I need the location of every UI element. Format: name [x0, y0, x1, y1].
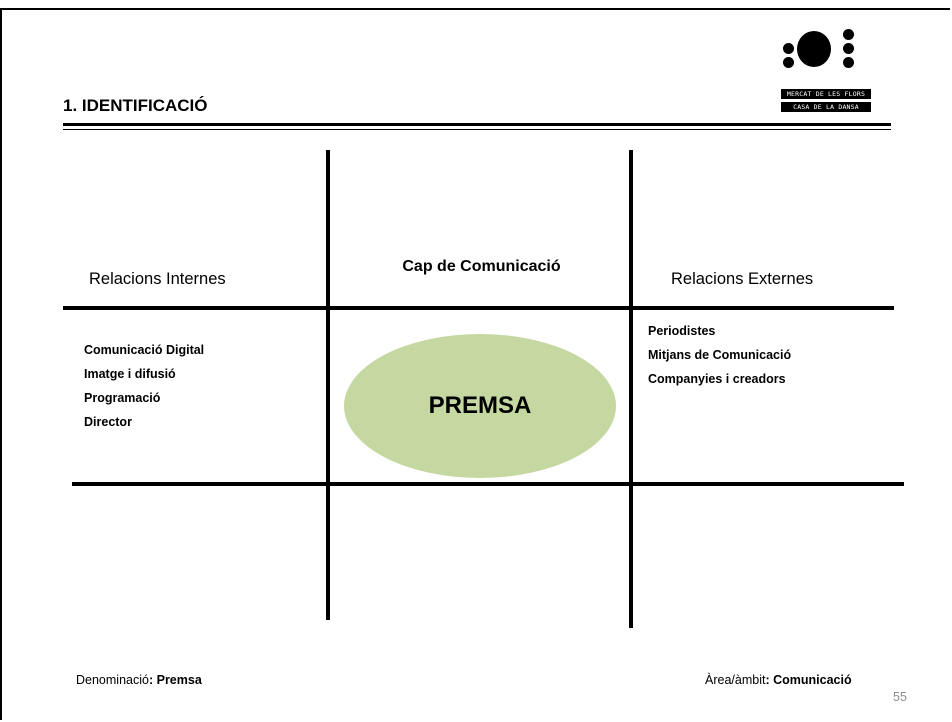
list-item: Mitjans de Comunicació — [648, 348, 792, 362]
role-title: Cap de Comunicació — [402, 258, 561, 275]
central-label: PREMSA — [428, 392, 532, 419]
list-item: Imatge i difusió — [84, 367, 176, 381]
external-relations-heading: Relacions Externes — [671, 270, 814, 288]
list-item: Periodistes — [648, 324, 716, 338]
denomination-value: Premsa — [156, 673, 202, 687]
list-item: Comunicació Digital — [84, 343, 205, 357]
page-title: 1. IDENTIFICACIÓ — [63, 96, 208, 115]
logo-dot — [783, 43, 794, 54]
grid-horizontal-line-bottom — [72, 482, 904, 486]
area-label: Àrea/àmbit — [705, 673, 766, 687]
slide-frame — [0, 8, 950, 720]
internal-relations-list: Comunicació Digital Imatge i difusió Pro… — [84, 338, 204, 434]
page-number: 55 — [893, 690, 907, 704]
logo-main-circle — [797, 31, 831, 67]
footer-denomination: Denominació: Premsa — [76, 673, 202, 687]
denomination-label: Denominació — [76, 673, 149, 687]
logo-dot — [843, 57, 854, 68]
logo-text-line1: MERCAT DE LES FLORS — [781, 89, 871, 99]
title-rule-thick — [63, 123, 891, 126]
area-value: Comunicació — [773, 673, 852, 687]
internal-relations-heading: Relacions Internes — [89, 270, 226, 288]
grid-horizontal-line-top — [63, 306, 894, 310]
logo-text-line2: CASA DE LA DANSA — [781, 102, 871, 112]
logo-dot — [843, 43, 854, 54]
logo-dot — [843, 29, 854, 40]
central-ellipse: PREMSA — [344, 334, 616, 478]
logo: MERCAT DE LES FLORS CASA DE LA DANSA — [781, 27, 871, 119]
logo-dot — [783, 57, 794, 68]
grid-vertical-line-right — [629, 150, 633, 628]
list-item: Companyies i creadors — [648, 372, 786, 386]
external-relations-list: Periodistes Mitjans de Comunicació Compa… — [648, 319, 791, 391]
footer-area: Àrea/àmbit: Comunicació — [705, 673, 852, 687]
grid-vertical-line-left — [326, 150, 330, 620]
list-item: Programació — [84, 391, 161, 405]
list-item: Director — [84, 415, 132, 429]
title-rule-thin — [63, 129, 891, 130]
